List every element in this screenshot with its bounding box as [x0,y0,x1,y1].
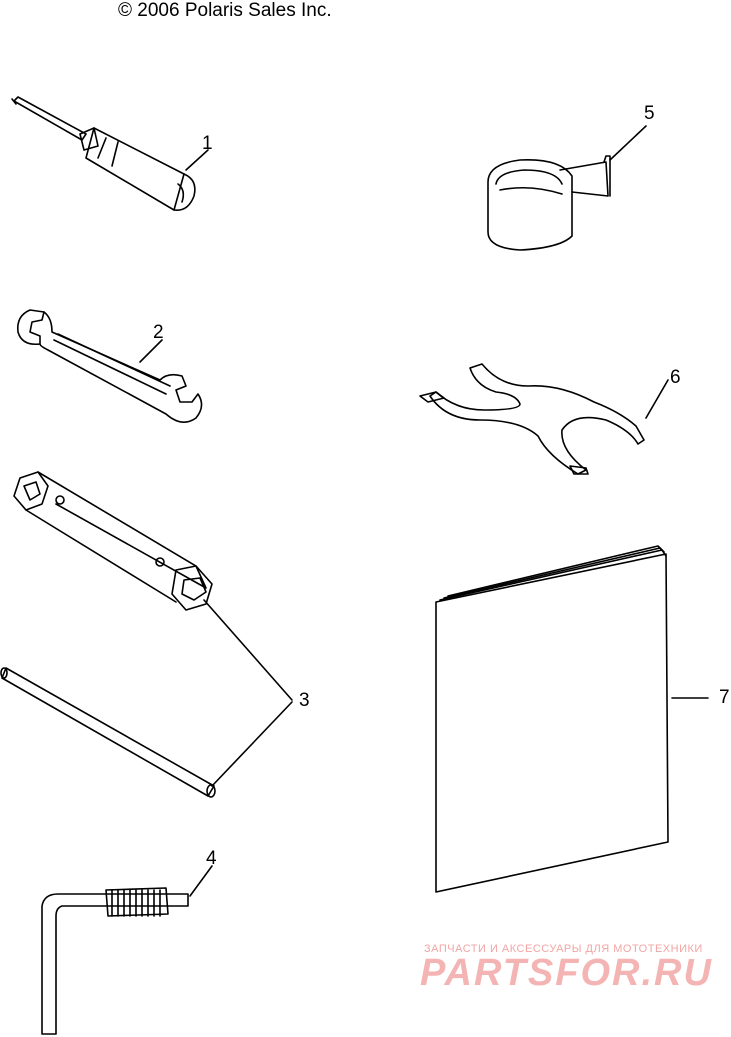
spanner-bracket-part [419,363,669,475]
callout-6: 6 [670,367,681,388]
watermark-tagline: ЗАПЧАСТИ И АКСЕССУАРЫ ДЛЯ МОТОТЕХНИКИ [424,943,703,955]
tommy-bar-part [0,667,293,798]
callout-1: 1 [202,133,213,154]
callout-2: 2 [153,322,164,343]
hex-key-part [41,865,213,1035]
wrench-part [16,309,203,423]
strap-coil-part [487,125,647,251]
callout-3: 3 [299,690,310,711]
callout-7: 7 [719,687,730,708]
watermark-brand: PARTSFOR.RU [420,952,713,994]
callout-5: 5 [644,103,655,124]
box-wrench-part [13,471,293,701]
manual-part [435,545,709,893]
copyright-notice: © 2006 Polaris Sales Inc. [118,0,332,21]
callout-4: 4 [206,848,217,869]
screwdriver-part [11,96,209,212]
